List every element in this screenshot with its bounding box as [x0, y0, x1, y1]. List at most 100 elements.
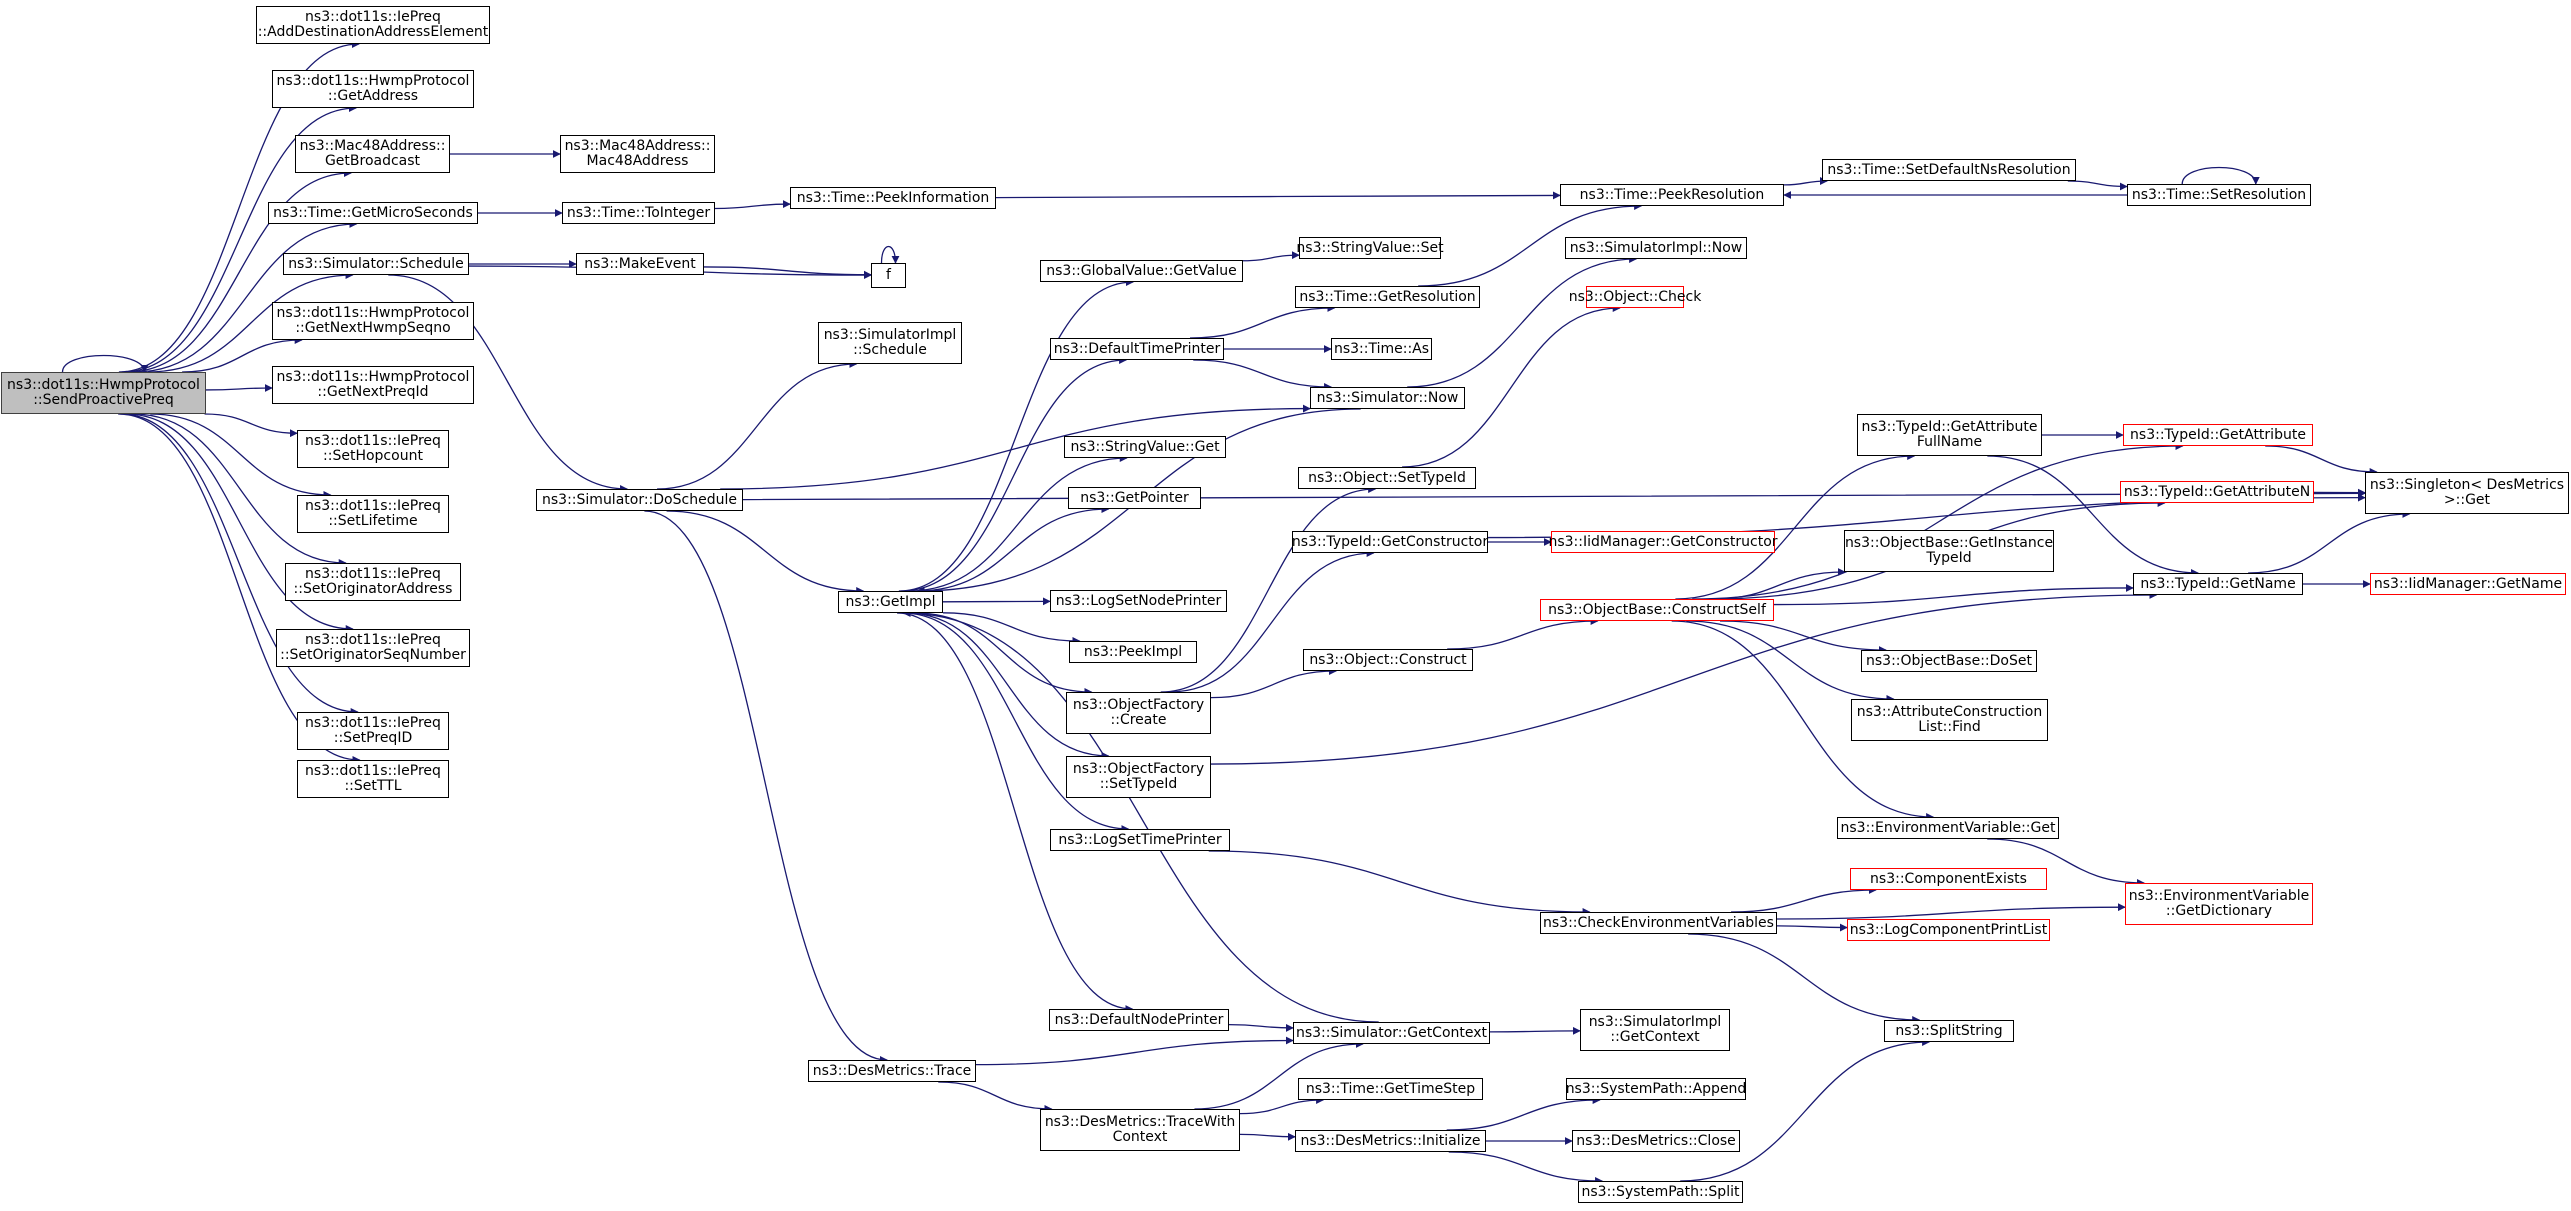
node-makeEvent[interactable]: ns3::MakeEvent: [576, 253, 704, 275]
node-implSchedule[interactable]: ns3::SimulatorImpl ::Schedule: [818, 322, 962, 364]
edge-objConstruct-to-constructSelf: [1447, 617, 1599, 650]
edge-constructSelf-to-envGet: [1671, 620, 1935, 821]
node-envGet[interactable]: ns3::EnvironmentVariable::Get: [1837, 817, 2059, 839]
node-label: ns3::Simulator::Now: [1316, 389, 1459, 406]
node-nextPreqId[interactable]: ns3::dot11s::HwmpProtocol ::GetNextPreqI…: [272, 366, 474, 404]
node-setOrigAddr[interactable]: ns3::dot11s::IePreq ::SetOriginatorAddre…: [285, 563, 461, 601]
node-ofSetTypeId[interactable]: ns3::ObjectFactory ::SetTypeId: [1066, 756, 1211, 798]
node-logCompPrint[interactable]: ns3::LogComponentPrintList: [1847, 919, 2050, 941]
node-splitString[interactable]: ns3::SplitString: [1884, 1020, 2014, 1042]
node-acFind[interactable]: ns3::AttributeConstruction List::Find: [1851, 699, 2048, 741]
edge-toInteger-to-peekInfo: [714, 200, 791, 210]
node-logSetTime[interactable]: ns3::LogSetTimePrinter: [1050, 829, 1230, 851]
node-label: ns3::dot11s::IePreq ::SetPreqID: [305, 715, 441, 746]
node-label: ns3::SystemPath::Append: [1565, 1080, 1747, 1097]
node-simGetContext[interactable]: ns3::Simulator::GetContext: [1293, 1022, 1490, 1044]
edge-doSchedule-to-implSchedule: [657, 360, 858, 490]
node-objConstruct[interactable]: ns3::Object::Construct: [1303, 649, 1473, 671]
node-getResolution[interactable]: ns3::Time::GetResolution: [1295, 286, 1480, 308]
node-doSchedule[interactable]: ns3::Simulator::DoSchedule: [536, 489, 743, 511]
edge-gvGet-to-svSet: [1242, 251, 1300, 262]
node-iidGetName[interactable]: ns3::IidManager::GetName: [2370, 573, 2566, 595]
node-checkEnv[interactable]: ns3::CheckEnvironmentVariables: [1540, 912, 1777, 934]
node-setHop[interactable]: ns3::dot11s::IePreq ::SetHopcount: [297, 430, 449, 468]
node-traceWithCtx[interactable]: ns3::DesMetrics::TraceWith Context: [1040, 1109, 1240, 1151]
node-peekInfo[interactable]: ns3::Time::PeekInformation: [790, 187, 996, 209]
node-setLife[interactable]: ns3::dot11s::IePreq ::SetLifetime: [297, 495, 449, 533]
node-tidGetAttrN[interactable]: ns3::TypeId::GetAttributeN: [2120, 481, 2314, 503]
node-timeAs[interactable]: ns3::Time::As: [1331, 338, 1432, 360]
node-objCheck[interactable]: ns3::Object::Check: [1569, 286, 1701, 308]
node-label: ns3::DefaultTimePrinter: [1053, 340, 1221, 357]
node-peekImpl[interactable]: ns3::PeekImpl: [1069, 641, 1197, 663]
node-defNodePrinter[interactable]: ns3::DefaultNodePrinter: [1049, 1009, 1229, 1031]
node-iidGetCtor[interactable]: ns3::IidManager::GetConstructor: [1548, 531, 1778, 553]
node-implNow[interactable]: ns3::SimulatorImpl::Now: [1565, 237, 1747, 259]
node-setDefNs[interactable]: ns3::Time::SetDefaultNsResolution: [1822, 159, 2076, 181]
edge-root-to-getMicro: [134, 220, 358, 373]
node-ofCreate[interactable]: ns3::ObjectFactory ::Create: [1066, 692, 1211, 734]
node-getMicro[interactable]: ns3::Time::GetMicroSeconds: [268, 202, 478, 224]
edge-getImpl-to-defTimePrinter: [901, 356, 1128, 592]
node-tidGetCtor[interactable]: ns3::TypeId::GetConstructor: [1292, 531, 1488, 553]
node-tidGetName[interactable]: ns3::TypeId::GetName: [2133, 573, 2303, 595]
node-label: ns3::DefaultNodePrinter: [1054, 1011, 1224, 1028]
node-constructSelf[interactable]: ns3::ObjectBase::ConstructSelf: [1540, 599, 1774, 621]
node-getInstTypeId[interactable]: ns3::ObjectBase::GetInstance TypeId: [1844, 530, 2054, 572]
node-schedule[interactable]: ns3::Simulator::Schedule: [283, 253, 469, 275]
node-gvGet[interactable]: ns3::GlobalValue::GetValue: [1040, 260, 1243, 282]
node-label: ns3::EnvironmentVariable::Get: [1840, 819, 2056, 836]
node-peekRes[interactable]: ns3::Time::PeekResolution: [1560, 184, 1784, 206]
node-setOrigSeq[interactable]: ns3::dot11s::IePreq ::SetOriginatorSeqNu…: [276, 629, 470, 667]
node-desInit[interactable]: ns3::DesMetrics::Initialize: [1295, 1130, 1486, 1152]
node-desTrace[interactable]: ns3::DesMetrics::Trace: [808, 1060, 976, 1082]
node-label: ns3::Simulator::GetContext: [1295, 1024, 1488, 1041]
node-spAppend[interactable]: ns3::SystemPath::Append: [1566, 1078, 1746, 1100]
edge-ofCreate-to-objConstruct: [1210, 667, 1338, 699]
node-getImpl[interactable]: ns3::GetImpl: [838, 591, 943, 613]
node-envGetDict[interactable]: ns3::EnvironmentVariable ::GetDictionary: [2125, 883, 2313, 925]
node-mac48[interactable]: ns3::Mac48Address:: Mac48Address: [560, 135, 715, 173]
node-logSetNode[interactable]: ns3::LogSetNodePrinter: [1050, 590, 1227, 612]
node-label: ns3::StringValue::Get: [1070, 438, 1220, 455]
edge-defTimePrinter-to-simNow: [1193, 359, 1333, 391]
node-desClose[interactable]: ns3::DesMetrics::Close: [1572, 1130, 1740, 1152]
edge-traceWithCtx-to-simGetContext: [1194, 1040, 1364, 1110]
node-spSplit[interactable]: ns3::SystemPath::Split: [1578, 1181, 1743, 1203]
node-label: ns3::EnvironmentVariable ::GetDictionary: [2128, 888, 2310, 919]
node-simNow[interactable]: ns3::Simulator::Now: [1310, 387, 1465, 409]
node-setRes[interactable]: ns3::Time::SetResolution: [2127, 184, 2311, 206]
node-getBroadcast[interactable]: ns3::Mac48Address:: GetBroadcast: [295, 135, 450, 173]
node-implGetContext[interactable]: ns3::SimulatorImpl ::GetContext: [1580, 1009, 1730, 1051]
node-nextSeqno[interactable]: ns3::dot11s::HwmpProtocol ::GetNextHwmpS…: [272, 302, 474, 340]
node-singletonGet[interactable]: ns3::Singleton< DesMetrics >::Get: [2365, 472, 2569, 514]
node-getPointer[interactable]: ns3::GetPointer: [1068, 487, 1201, 509]
node-objSetTypeId[interactable]: ns3::Object::SetTypeId: [1298, 467, 1476, 489]
node-f[interactable]: f: [871, 263, 906, 288]
node-tidGetAttrFull[interactable]: ns3::TypeId::GetAttribute FullName: [1857, 414, 2042, 456]
node-label: ns3::dot11s::HwmpProtocol ::GetNextPreqI…: [276, 369, 470, 400]
edge-desInit-to-spAppend: [1446, 1096, 1601, 1131]
node-tidGetAttr[interactable]: ns3::TypeId::GetAttribute: [2123, 424, 2313, 446]
node-label: ns3::GetPointer: [1080, 489, 1189, 506]
edge-traceWithCtx-to-getTimeStep: [1239, 1096, 1325, 1115]
node-defTimePrinter[interactable]: ns3::DefaultTimePrinter: [1050, 338, 1224, 360]
node-svGet[interactable]: ns3::StringValue::Get: [1064, 436, 1226, 458]
node-getAddress[interactable]: ns3::dot11s::HwmpProtocol ::GetAddress: [272, 70, 474, 108]
node-svSet[interactable]: ns3::StringValue::Set: [1296, 237, 1444, 259]
node-getTimeStep[interactable]: ns3::Time::GetTimeStep: [1298, 1078, 1483, 1100]
edge-traceWithCtx-to-desInit: [1239, 1132, 1296, 1141]
node-setPreqId[interactable]: ns3::dot11s::IePreq ::SetPreqID: [297, 712, 449, 750]
node-label: ns3::Time::PeekResolution: [1579, 186, 1765, 203]
node-addDest[interactable]: ns3::dot11s::IePreq ::AddDestinationAddr…: [256, 6, 490, 44]
node-label: ns3::ObjectFactory ::Create: [1072, 697, 1205, 728]
node-toInteger[interactable]: ns3::Time::ToInteger: [562, 202, 715, 224]
node-label: ns3::Time::ToInteger: [566, 204, 711, 221]
node-doSet[interactable]: ns3::ObjectBase::DoSet: [1861, 650, 2037, 672]
node-label: ns3::Object::Check: [1568, 288, 1702, 305]
node-compExists[interactable]: ns3::ComponentExists: [1850, 868, 2047, 890]
node-setTtl[interactable]: ns3::dot11s::IePreq ::SetTTL: [297, 760, 449, 798]
node-label: ns3::Time::GetTimeStep: [1305, 1080, 1476, 1097]
node-label: ns3::DesMetrics::Trace: [812, 1062, 972, 1079]
